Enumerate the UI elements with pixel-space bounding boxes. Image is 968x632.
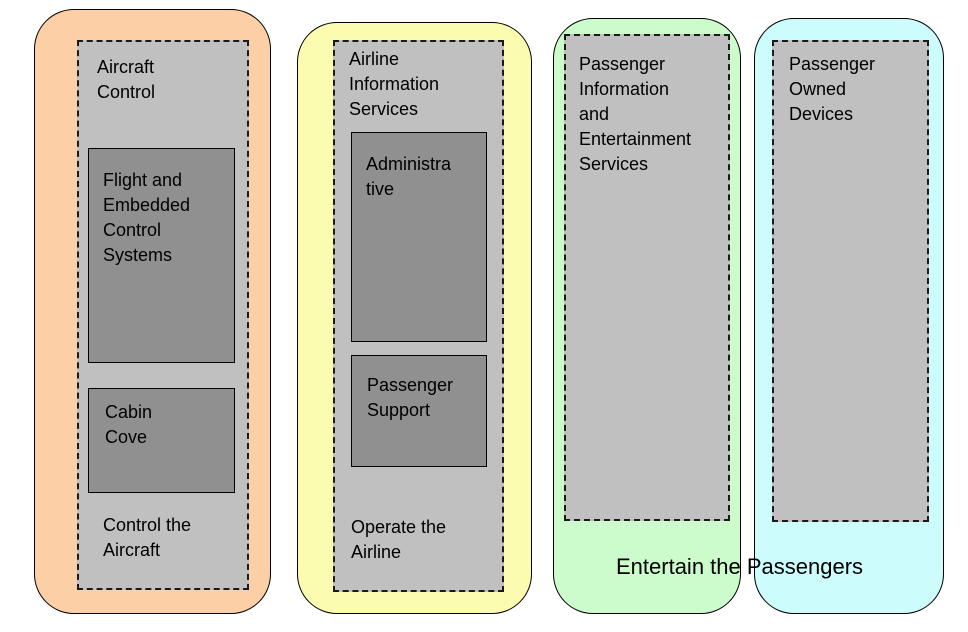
passenger-support-box: [351, 355, 487, 467]
administrative-label: Administra tive: [366, 154, 452, 199]
passenger-support-label: Passenger Support: [367, 375, 454, 420]
cabin-cove-box: [88, 388, 235, 493]
passenger-owned-devices-domain: [772, 40, 929, 522]
flight-embedded-control-systems-label: Flight and Embedded Control Systems: [103, 170, 191, 265]
control-the-aircraft-label: Control the Aircraft: [103, 515, 192, 560]
cabin-cove-label: Cabin Cove: [105, 402, 153, 447]
administrative-box: [351, 132, 487, 342]
passenger-information-entertainment-title: Passenger Information and Entertainment …: [579, 54, 692, 174]
passenger-information-entertainment-domain: [564, 34, 730, 521]
passenger-owned-devices-title: Passenger Owned Devices: [789, 54, 876, 124]
operate-the-airline-label: Operate the Airline: [351, 517, 447, 562]
airline-information-services-title: Airline Information Services: [349, 49, 440, 119]
flight-embedded-control-systems-box: [88, 148, 235, 363]
aircraft-control-title: Aircraft Control: [97, 57, 156, 102]
entertain-the-passengers-label: Entertain the Passengers: [616, 554, 864, 579]
